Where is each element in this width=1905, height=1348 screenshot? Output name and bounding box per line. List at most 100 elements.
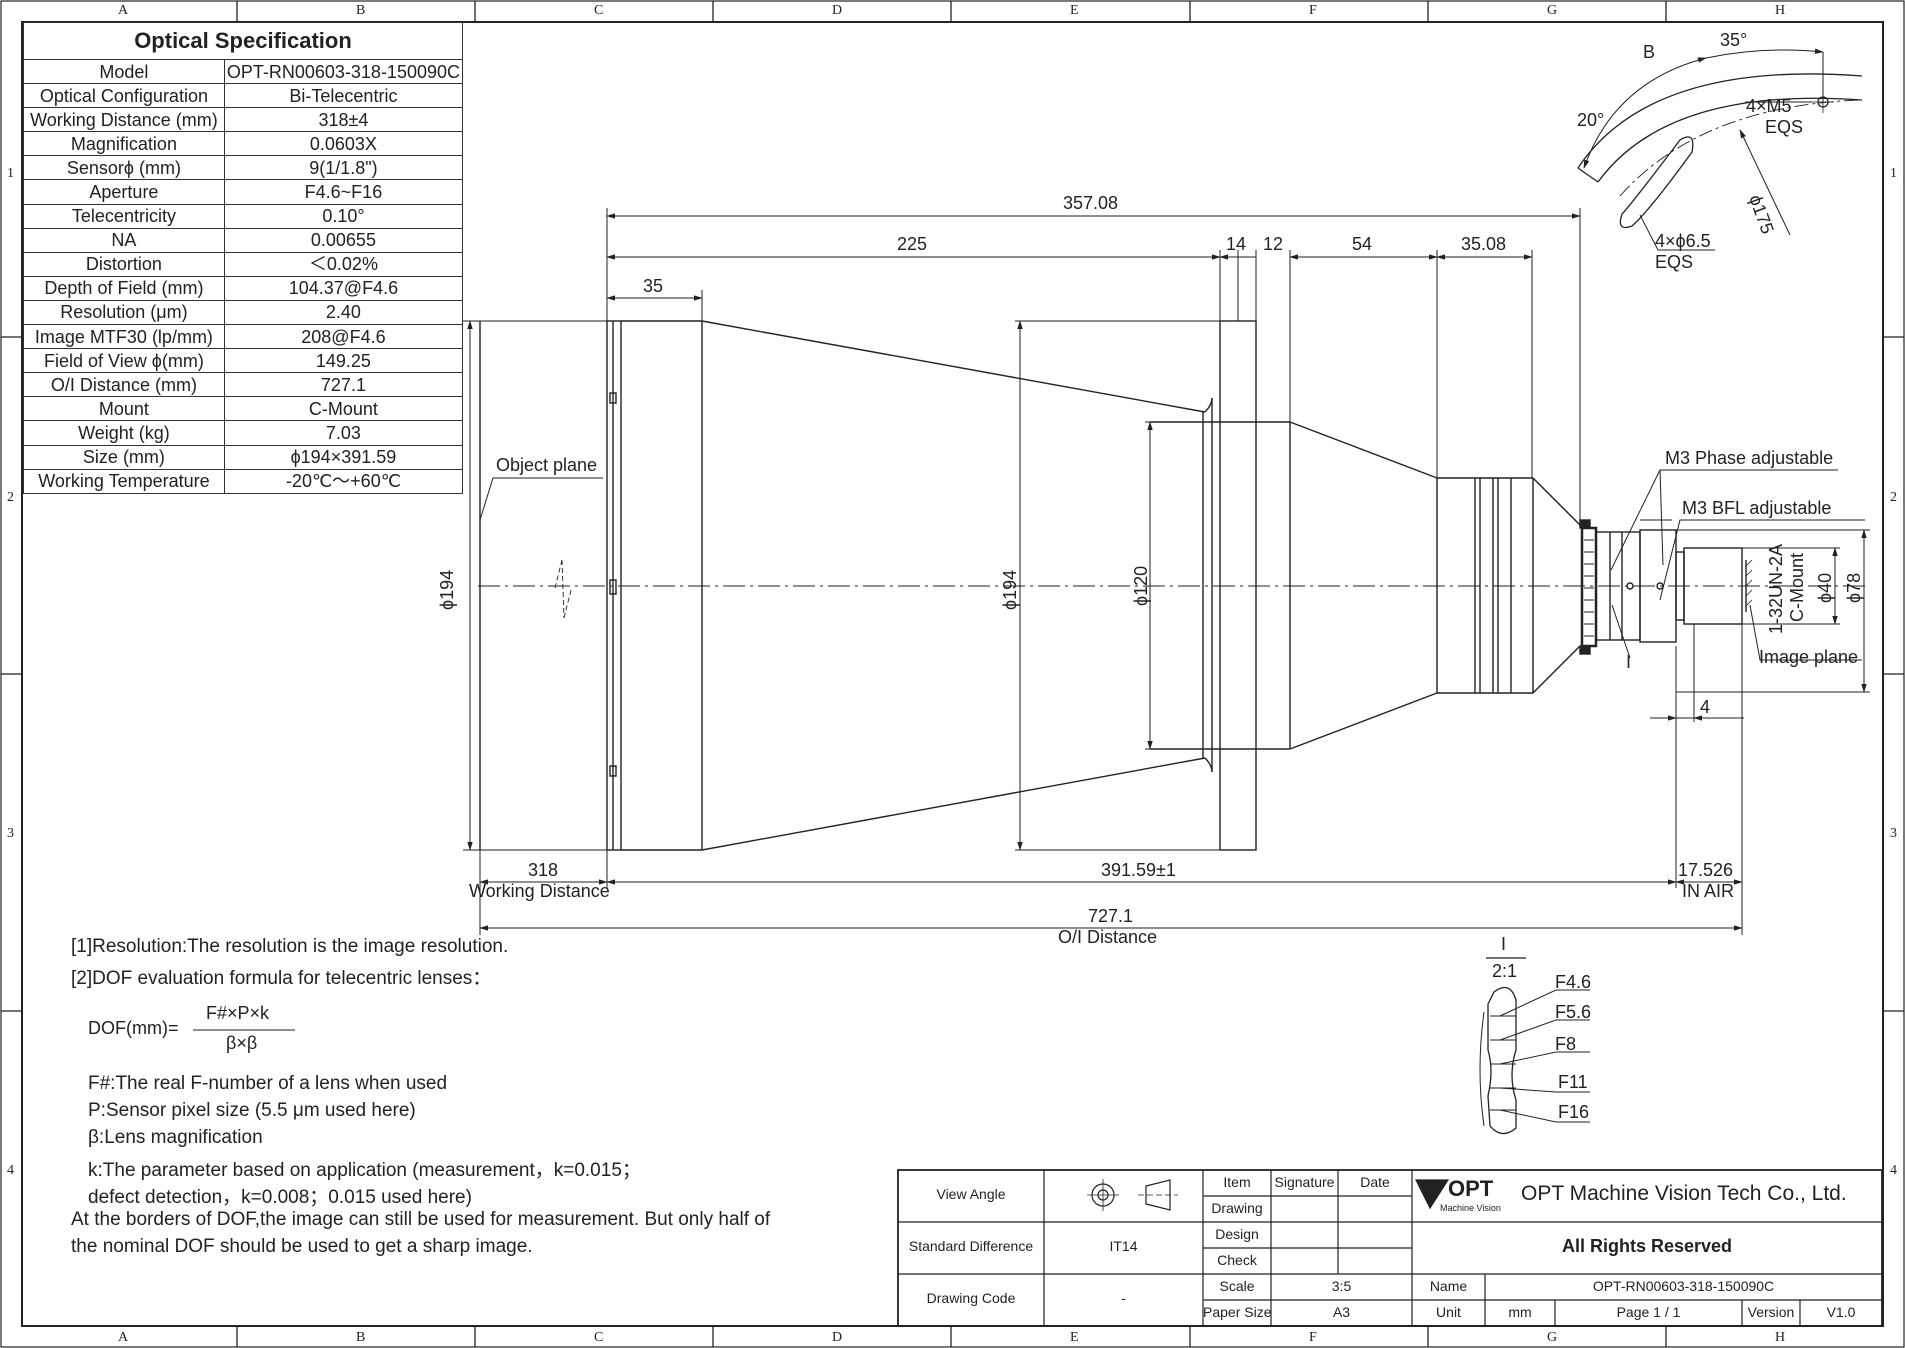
spec-label: Size (mm) [23,444,225,470]
hole-label: 4×ϕ6.5 [1655,231,1711,251]
note-border-1: At the borders of DOF,the image can stil… [71,1209,771,1230]
note-k-2: defect detection，k=0.008；0.015 used here… [88,1187,472,1208]
name-value: OPT-RN00603-318-150090C [1592,1278,1775,1294]
spec-row: Working Distance (mm)318±4 [23,107,464,133]
grid-column-label: C [594,3,604,18]
dim-4: 4 [1700,697,1711,717]
note-fnumber: F#:The real F-number of a lens when used [88,1073,448,1094]
spec-label: Working Temperature [23,468,225,494]
spec-row: Weight (kg)7.03 [23,420,464,446]
opt-logo-subtitle: Machine Vision [1440,1203,1501,1213]
spec-label: Mount [23,396,225,422]
f-stop-label: F8 [1555,1034,1577,1054]
dim-12: 12 [1263,234,1284,254]
scale-value: 3:5 [1331,1278,1352,1294]
in-air-label: IN AIR [1682,881,1735,901]
spec-row: Sensorϕ (mm)9(1/1.8") [23,155,464,181]
spec-value: 104.37@F4.6 [223,275,464,301]
grid-column-label: F [1309,3,1317,18]
version-label: Version [1747,1304,1795,1320]
f-stop-label: F11 [1558,1072,1588,1092]
spec-row: Field of View ϕ(mm)149.25 [23,348,464,374]
note-pixel: P:Sensor pixel size (5.5 μm used here) [88,1100,416,1121]
spec-label: Optical Configuration [23,83,225,109]
grid-column-label: A [118,1330,129,1345]
grid-column-label: H [1775,1330,1786,1345]
grid-row-label: 3 [1890,826,1897,841]
spec-value: ＜0.02% [223,251,464,277]
spec-label: NA [23,227,225,253]
grid-column-label: D [832,3,843,18]
spec-value: Bi-Telecentric [223,83,464,109]
grid-row-label: 1 [1890,166,1897,181]
spec-row: Image MTF30 (lp/mm)208@F4.6 [23,324,464,350]
date-header: Date [1360,1174,1390,1190]
spec-row: Resolution (μm)2.40 [23,299,464,326]
spec-value: 0.10° [223,203,464,229]
angle-20-label: 20° [1577,110,1605,130]
all-rights-reserved: All Rights Reserved [1561,1236,1733,1256]
page-number: Page 1 / 1 [1616,1304,1681,1320]
dim-35-08: 35.08 [1461,234,1507,254]
spec-value: 149.25 [223,348,464,374]
note-border-2: the nominal DOF should be used to get a … [71,1236,533,1257]
dof-numerator: F#×P×k [206,1003,270,1023]
spec-value: 2.40 [223,299,464,326]
version-value: V1.0 [1826,1304,1856,1320]
dim-phi40: ϕ40 [1815,572,1835,603]
title-block-grid [897,1169,1883,1327]
m5-thread-label: 4×M5 [1746,96,1792,116]
dim-318: 318 [528,860,559,880]
unit-value: mm [1508,1304,1532,1320]
spec-value: C-Mount [223,396,464,422]
standard-difference-value: IT14 [1109,1238,1138,1254]
spec-label: Weight (kg) [23,420,225,446]
grid-column-label: H [1775,3,1786,18]
grid-column-label: E [1070,3,1079,18]
scale-label: Scale [1219,1278,1255,1294]
view-angle-label: View Angle [936,1186,1006,1202]
view-b-label: B [1643,42,1656,62]
spec-value: ϕ194×391.59 [223,444,464,470]
spec-value: OPT-RN00603-318-150090C [223,58,464,85]
dim-oi: 727.1 [1088,906,1134,926]
dimension-lines [463,208,1870,935]
spec-value: 0.00655 [223,227,464,253]
spec-value: 0.0603X [223,131,464,157]
item-header: Item [1223,1174,1251,1190]
drawing-code-value: - [1121,1290,1126,1306]
spec-label: Depth of Field (mm) [23,275,225,301]
dim-body-length: 391.59±1 [1101,860,1176,880]
dim-phi78: ϕ78 [1844,572,1864,603]
standard-difference-label: Standard Difference [908,1238,1034,1254]
grid-column-label: D [832,1330,843,1345]
grid-column-label: G [1547,3,1558,18]
f-stop-label: F5.6 [1555,1002,1592,1022]
spec-row: Size (mm)ϕ194×391.59 [23,444,464,470]
check-row: Check [1217,1252,1257,1268]
spec-value: 9(1/1.8") [223,155,464,181]
dim-225: 225 [897,234,928,254]
grid-row-label: 2 [1890,490,1897,505]
hole-eqs-label: EQS [1655,252,1694,272]
grid-column-label: G [1547,1330,1558,1345]
signature-header: Signature [1274,1174,1335,1190]
dim-bfl: 17.526 [1678,860,1734,880]
m5-eqs-label: EQS [1765,117,1804,137]
grid-row-label: 3 [7,826,14,841]
grid-column-label: B [356,3,366,18]
drawing-row: Drawing [1211,1200,1263,1216]
spec-label: Image MTF30 (lp/mm) [23,324,225,350]
spec-label: Distortion [23,251,225,277]
spec-row: Working Temperature-20℃～+60℃ [23,468,464,494]
image-plane-label: Image plane [1759,647,1859,667]
grid-column-label: A [118,3,129,18]
note-resolution: [1]Resolution:The resolution is the imag… [71,936,509,957]
